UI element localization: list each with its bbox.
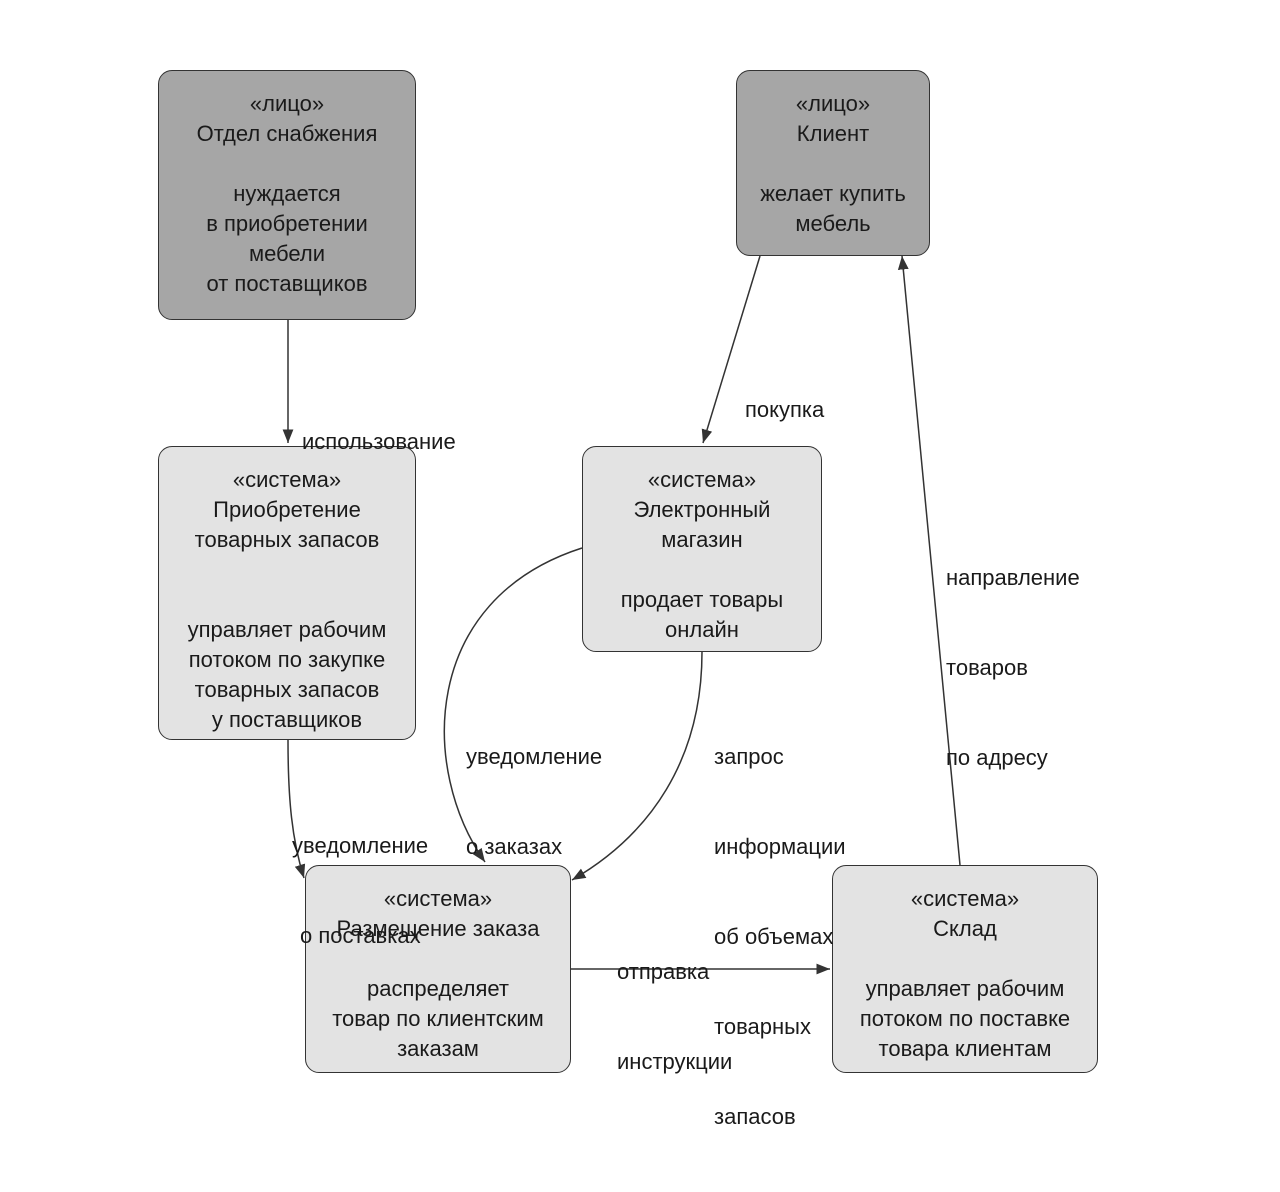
node-title: Склад <box>933 916 997 941</box>
node-description: мебель <box>795 211 871 236</box>
node-title: Электронный <box>633 497 771 522</box>
node-stereotype: «система» <box>910 886 1020 911</box>
node-procurement-dept: «лицо» Отдел снабжения нуждается в приоб… <box>158 70 416 320</box>
node-client: «лицо» Клиент желает купить мебель <box>736 70 930 256</box>
node-stereotype: «система» <box>647 467 757 492</box>
edge-purchase-label: покупка <box>745 397 825 422</box>
node-description: товарных запасов <box>194 677 380 702</box>
diagram-canvas: «лицо» Отдел снабжения нуждается в приоб… <box>158 70 1098 1129</box>
edge-send-instruction-label: отправка инструкции <box>617 959 733 1074</box>
node-stereotype: «лицо» <box>249 91 325 116</box>
node-description: желает купить <box>760 181 906 206</box>
node-description: продает товары <box>620 587 784 612</box>
node-title: Приобретение <box>213 497 361 522</box>
node-stereotype: «система» <box>232 467 342 492</box>
node-order-placement: «система» Размещение заказа распределяет… <box>305 865 571 1073</box>
node-stereotype: «лицо» <box>795 91 871 116</box>
node-description: от поставщиков <box>206 271 368 296</box>
node-description: распределяет <box>366 976 510 1001</box>
node-description: потоком по закупке <box>188 647 386 672</box>
edge-order-notification-label: уведомление о заказах <box>466 744 603 859</box>
node-inventory-acquisition: «система» Приобретение товарных запасов … <box>158 446 416 740</box>
node-description: товара клиентам <box>878 1036 1052 1061</box>
node-description: управляет рабочим <box>187 617 387 642</box>
node-title: Размещение заказа <box>336 916 540 941</box>
connectors-layer <box>282 255 961 975</box>
node-description: у поставщиков <box>211 707 363 732</box>
edge-order-notification-line <box>443 547 583 863</box>
edge-usage-label: использование <box>302 429 456 454</box>
edge-delivery-label: направление товаров по адресу <box>946 565 1080 770</box>
edge-supply-notification-line <box>287 739 306 879</box>
node-description: потоком по поставке <box>859 1006 1071 1031</box>
node-description: заказам <box>397 1036 479 1061</box>
node-description: управляет рабочим <box>865 976 1065 1001</box>
node-description: товар по клиентским <box>332 1006 544 1031</box>
node-stereotype: «система» <box>383 886 493 911</box>
node-description: нуждается <box>233 181 341 206</box>
node-eshop: «система» Электронный магазин продает то… <box>582 446 822 652</box>
node-description: онлайн <box>665 617 739 642</box>
node-title: Клиент <box>796 121 870 146</box>
node-title: магазин <box>661 527 743 552</box>
edge-delivery-line <box>897 255 961 866</box>
node-warehouse: «система» Склад управляет рабочим потоко… <box>832 865 1098 1073</box>
node-title: Отдел снабжения <box>196 121 378 146</box>
edge-purchase-line <box>701 255 761 444</box>
edge-stock-request-label: запрос информации об объемах товарных за… <box>714 744 846 1129</box>
node-title: товарных запасов <box>194 527 380 552</box>
edge-stock-request-line <box>571 651 703 881</box>
edge-supply-notification-label: уведомление о поставках <box>292 833 429 948</box>
node-description: в приобретении <box>206 211 368 236</box>
node-description: мебели <box>248 241 326 266</box>
